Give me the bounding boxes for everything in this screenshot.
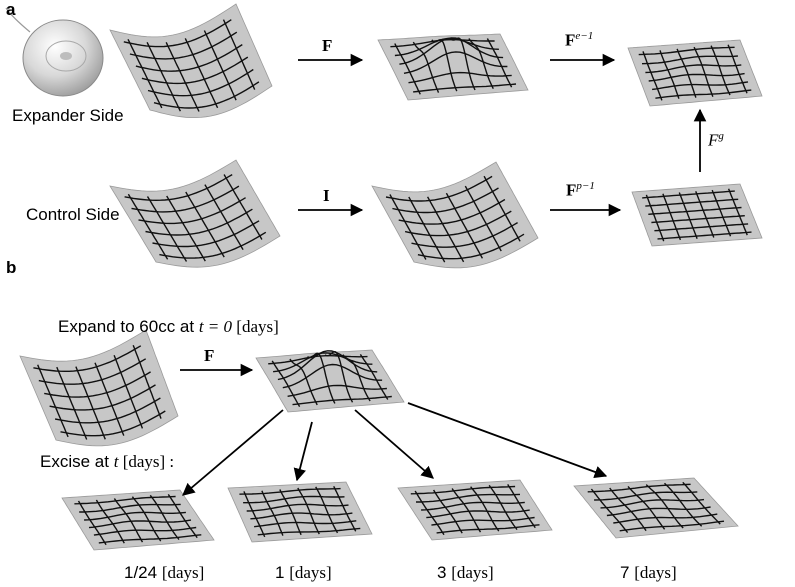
panel-label-b: b bbox=[6, 258, 17, 277]
label-F-b: F bbox=[204, 346, 215, 365]
arrow-excise-7 bbox=[407, 402, 608, 478]
sheet-expander-original bbox=[109, 3, 273, 118]
label-Fp-inverse: Fp−1 bbox=[566, 180, 595, 200]
sheet-expander-expanded bbox=[377, 33, 529, 101]
label-Fe-inverse: Fe−1 bbox=[565, 30, 594, 50]
label-I: I bbox=[323, 186, 330, 205]
tissue-expander-icon bbox=[5, 7, 104, 97]
sheet-b-7 bbox=[573, 477, 739, 539]
sheet-expander-unloaded bbox=[627, 39, 763, 107]
expander-side-label: Expander Side bbox=[12, 106, 124, 125]
sheet-b-expanded bbox=[255, 349, 405, 413]
sheet-b-1 bbox=[227, 481, 373, 543]
sheet-b-1-24 bbox=[61, 489, 215, 551]
time-label-7: 7 [days] bbox=[620, 563, 677, 582]
arrow-excise-1 bbox=[293, 421, 313, 482]
time-label-1: 1 [days] bbox=[275, 563, 332, 582]
sheet-b-3 bbox=[397, 479, 553, 541]
sheet-control-unloaded bbox=[631, 183, 763, 247]
label-F-a: F bbox=[322, 36, 333, 55]
sheet-control-identity bbox=[371, 161, 539, 269]
arrow-excise-1-24 bbox=[182, 409, 284, 496]
arrow-excise-3 bbox=[354, 409, 434, 479]
excise-label: Excise at t [days] : bbox=[40, 452, 175, 471]
time-label-1-24: 1/24 [days] bbox=[124, 563, 205, 582]
sheet-control-original bbox=[109, 159, 281, 268]
sheet-b-original bbox=[19, 329, 179, 447]
time-label-3: 3 [days] bbox=[437, 563, 494, 582]
panel-label-a: a bbox=[6, 0, 16, 19]
control-side-label: Control Side bbox=[26, 205, 120, 224]
label-Fg: Fg bbox=[708, 130, 724, 150]
expand-title: Expand to 60cc at t = 0 [days] bbox=[58, 317, 279, 336]
